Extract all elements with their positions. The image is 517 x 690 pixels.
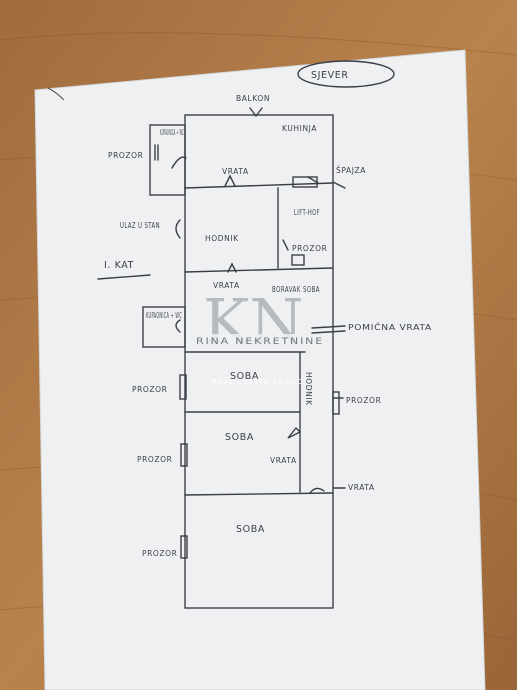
kupaonica-top-door [171, 156, 187, 169]
watermark-letters: KN [203, 285, 304, 358]
label-kupaonica-mid: KUPAONICA + WC [146, 311, 182, 320]
label-prozor-4: PROZOR [346, 396, 382, 405]
label-soba-3: SOBA [236, 524, 265, 535]
label-i-kat: I. KAT [104, 260, 134, 271]
label-pomicna-vrata: POMIČNA VRATA [348, 323, 432, 332]
entrance-door [175, 219, 181, 239]
label-prozor-1: PROZOR [108, 151, 144, 160]
watermark-subtitle: REAL ESTATE AGENCY [212, 378, 308, 386]
label-prozor-5: PROZOR [137, 455, 173, 464]
label-vrata-1: VRATA [222, 167, 249, 176]
kupaonica-mid-box [142, 306, 186, 348]
watermark-logo: KN RINA NEKRETNINE REAL ESTATE AGENCY [190, 285, 330, 386]
label-vrata-2: VRATA [213, 281, 240, 290]
label-spajza: ŠPAJZA [336, 166, 366, 175]
door-arrow-1 [224, 174, 236, 187]
hall-divider [184, 267, 334, 273]
label-prozor-6: PROZOR [142, 549, 178, 558]
label-soba-2: SOBA [225, 432, 254, 443]
room-divider-3 [184, 492, 334, 496]
label-hodnik: HODNIK [205, 234, 239, 243]
label-balkon: BALKON [236, 94, 270, 103]
label-kuhinja: KUHINJA [282, 124, 317, 133]
label-kupaonica-top: KUPAONICA + WC [160, 128, 184, 137]
label-soba-1: SOBA [230, 371, 259, 382]
label-lift-hof: LIFT-HOF [294, 208, 320, 217]
watermark-name: RINA NEKRETNINE [196, 337, 324, 347]
kitchen-divider [184, 182, 334, 189]
label-prozor-3: PROZOR [132, 385, 168, 394]
outer-wall [184, 114, 334, 609]
label-hodnik-vertical: HODNIK [304, 372, 313, 406]
label-vrata-3: VRATA [270, 456, 297, 465]
kupaonica-top-box [149, 124, 186, 196]
label-prozor-2: PROZOR [292, 244, 328, 253]
balkon-marker [249, 107, 263, 118]
north-circle [297, 60, 395, 88]
label-ulaz-u-stan: ULAZ U STAN [120, 221, 160, 230]
label-boravak-soba: BORAVAK SOBA [272, 285, 320, 294]
label-vrata-4: VRATA [348, 483, 375, 492]
label-north: SJEVER [311, 70, 349, 81]
